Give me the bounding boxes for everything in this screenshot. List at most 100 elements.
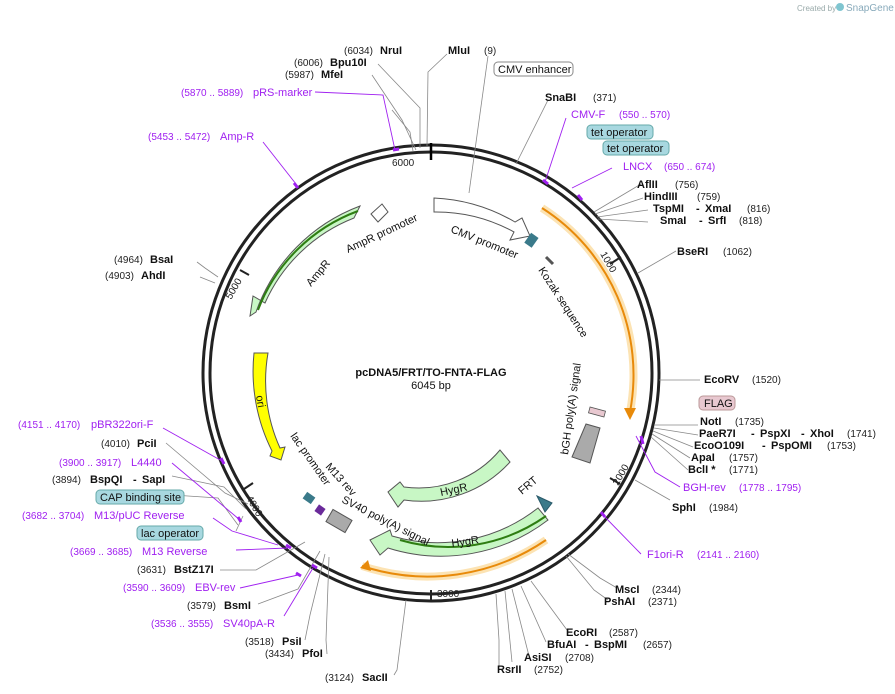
site-noti-pos: (1735) [735, 417, 764, 428]
site-paer7i-pos: (1741) [847, 429, 876, 440]
plasmid-size: 6045 bp [411, 380, 451, 392]
site-xmai-name[interactable]: XmaI [705, 203, 731, 215]
site-msci-name[interactable]: MscI [615, 584, 639, 596]
primer-sv40par-name[interactable]: SV40pA-R [223, 618, 275, 630]
site-ahdi-pos: (4903) [105, 271, 134, 282]
primer-sv40par-range: (3536 .. 3555) [151, 619, 213, 630]
primer-l4440-name[interactable]: L4440 [131, 457, 162, 469]
cap-binding-box[interactable] [95, 489, 185, 505]
site-bseri-pos: (1062) [723, 247, 752, 258]
site-eco0109i-name[interactable]: EcoO109I [694, 440, 744, 452]
frt-label: FRT [516, 474, 540, 497]
site-bcli-name[interactable]: BclI * [688, 464, 716, 476]
tet-operator-block[interactable] [524, 232, 539, 248]
primer-ampr-name[interactable]: Amp-R [220, 131, 254, 143]
primer-bghrev-range: (1778 .. 1795) [739, 483, 801, 494]
site-sapi-name[interactable]: SapI [142, 474, 165, 486]
site-smai-name[interactable]: SmaI [660, 215, 686, 227]
hygr-arrowhead [360, 560, 371, 571]
site-paer7i-name[interactable]: PaeR7I [699, 428, 736, 440]
site-ahdi-name[interactable]: AhdI [141, 270, 165, 282]
hygr-inner-arrow[interactable] [387, 449, 511, 508]
cmv-enhancer-box[interactable] [493, 61, 574, 77]
site-bsai-pos: (4964) [114, 255, 143, 266]
sv40-polya-block[interactable] [325, 508, 353, 534]
credit-prefix: Created by [797, 4, 836, 13]
primer-ebvrev-name[interactable]: EBV-rev [195, 582, 236, 594]
site-bsai-name[interactable]: BsaI [150, 254, 173, 266]
site-bspmi-name[interactable]: BspMI [594, 639, 627, 651]
primer-leaders [162, 91, 681, 617]
site-bfuai-name[interactable]: BfuAI [547, 639, 576, 651]
site-sphi-pos: (1984) [709, 503, 738, 514]
kozak-sequence-label: Kozak sequence [535, 265, 589, 340]
tet-operator-1-box[interactable] [586, 124, 654, 140]
site-apai-name[interactable]: ApaI [691, 452, 715, 464]
site-aflii-name[interactable]: AflII [637, 179, 658, 191]
tick-label-5000: 5000 [224, 276, 245, 301]
site-pshai-name[interactable]: PshAI [604, 596, 635, 608]
credit-brand: SnapGene [846, 3, 894, 14]
site-rsrii-name[interactable]: RsrII [497, 664, 521, 676]
site-noti-name[interactable]: NotI [700, 416, 721, 428]
site-ecori-name[interactable]: EcoRI [566, 627, 597, 639]
lac-operator-box[interactable] [136, 525, 204, 541]
site-pspomi-name[interactable]: PspOMI [771, 440, 812, 452]
cmv-enhancer-label: CMV enhancer [498, 64, 572, 76]
flag-box[interactable] [698, 395, 736, 411]
site-ecorv-name[interactable]: EcoRV [704, 374, 740, 386]
site-tspmi-name[interactable]: TspMI [653, 203, 684, 215]
cmv-promoter-arrow[interactable] [433, 197, 531, 241]
hygr-gene-arc[interactable] [361, 539, 547, 578]
site-mlui-name[interactable]: MluI [448, 45, 470, 57]
ampr-promoter-arrow[interactable] [370, 203, 389, 223]
primer-f1ori-name[interactable]: F1ori-R [647, 549, 684, 561]
primer-pbr322-range: (4151 .. 4170) [18, 420, 80, 431]
site-tspmi-pos: (816) [747, 204, 770, 215]
site-ecori-pos: (2587) [609, 628, 638, 639]
fnta-gene-arc[interactable] [541, 207, 635, 413]
site-eco0109i-sep: - [762, 440, 766, 452]
lac-promoter-label: lac promoter [288, 431, 333, 488]
site-bsmi-name[interactable]: BsmI [224, 600, 251, 612]
ori-arrow[interactable] [252, 352, 286, 461]
primer-bghrev-name[interactable]: BGH-rev [683, 482, 726, 494]
primer-cmvf-name[interactable]: CMV-F [571, 109, 606, 121]
ampr-arrow[interactable] [249, 205, 362, 318]
primer-labels: (5870 .. 5889) pRS-marker (5453 .. 5472)… [18, 87, 801, 630]
primer-m13rev-name[interactable]: M13 Reverse [142, 546, 207, 558]
site-pcii-name[interactable]: PciI [137, 438, 157, 450]
primer-lncx-name[interactable]: LNCX [623, 161, 653, 173]
primer-pbr322-name[interactable]: pBR322ori-F [91, 419, 154, 431]
site-psii-name[interactable]: PsiI [282, 636, 302, 648]
bgh-polya-block[interactable] [571, 423, 601, 464]
frt-mark[interactable] [535, 494, 553, 513]
primer-prs-name[interactable]: pRS-marker [253, 87, 313, 99]
site-snabi-pos: (371) [593, 93, 616, 104]
site-bspqi-name[interactable]: BspQI [90, 474, 122, 486]
site-sphi-name[interactable]: SphI [672, 502, 696, 514]
site-bstz17i-name[interactable]: BstZ17I [174, 564, 214, 576]
primer-lncx-range: (650 .. 674) [664, 162, 715, 173]
site-hindiii-name[interactable]: HindIII [644, 191, 678, 203]
site-saci-name[interactable]: SacII [362, 672, 388, 684]
site-srfi-name[interactable]: SrfI [708, 215, 726, 227]
m13-rev-block[interactable] [314, 504, 326, 516]
primer-cmvf-range: (550 .. 570) [619, 110, 670, 121]
site-nrui-name[interactable]: NruI [380, 45, 402, 57]
site-bseri-name[interactable]: BseRI [677, 246, 708, 258]
site-snabi-name[interactable]: SnaBI [545, 92, 576, 104]
primer-m13puc-name[interactable]: M13/pUC Reverse [94, 510, 184, 522]
site-xhoi-name[interactable]: XhoI [810, 428, 834, 440]
site-pspxi-name[interactable]: PspXI [760, 428, 791, 440]
primer-ebvrev-range: (3590 .. 3609) [123, 583, 185, 594]
site-bpu10i-name[interactable]: Bpu10I [330, 57, 367, 69]
site-asisi-name[interactable]: AsiSI [524, 652, 552, 664]
lac-operator-block[interactable] [302, 491, 316, 505]
site-mfei-name[interactable]: MfeI [321, 69, 343, 81]
site-pfoi-name[interactable]: PfoI [302, 648, 323, 660]
flag-tag-block[interactable] [588, 406, 606, 418]
tet-operator-2-box[interactable] [602, 140, 670, 156]
primer-f1ori-range: (2141 .. 2160) [697, 550, 759, 561]
